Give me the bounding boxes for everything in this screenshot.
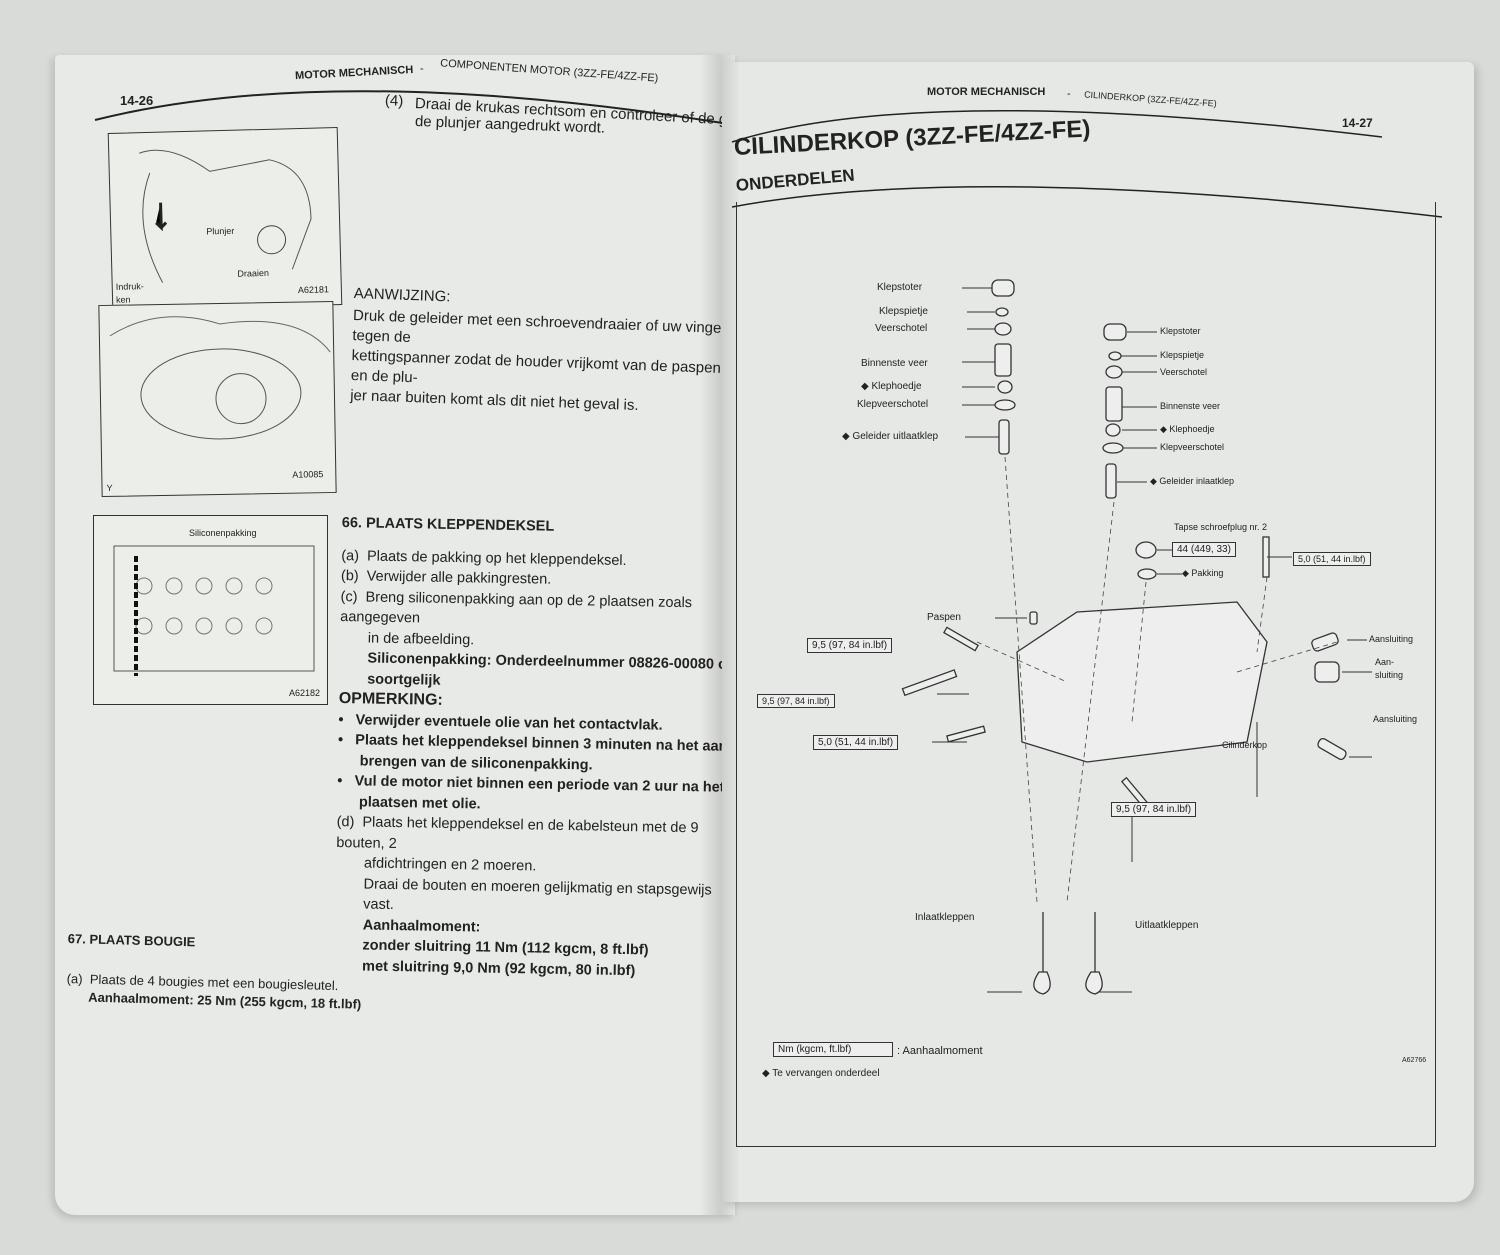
legend-replace: ◆ Te vervangen onderdeel: [762, 1068, 880, 1079]
parts-diagram: Klepstoter Klepspietje Veerschotel Binne…: [736, 202, 1436, 1147]
step67-title: 67. PLAATS BOUGIE: [67, 931, 196, 950]
label-plunjer: Plunjer: [206, 225, 235, 237]
figure-code: A62766: [1402, 1057, 1427, 1064]
torque-stud-c: 5,0 (51, 44 in.lbf): [813, 735, 899, 750]
label-klepspietje: Klepspietje: [1160, 350, 1205, 360]
step66-title: 66. PLAATS KLEPPENDEKSEL: [341, 515, 555, 535]
hint-block: AANWIJZING: Druk de geleider met een sch…: [350, 285, 737, 419]
figure-valve-cover: Siliconenpakking A62182: [93, 515, 328, 705]
torque-plug: 44 (449, 33): [1172, 542, 1236, 557]
item-a-label: (a): [341, 547, 360, 564]
figure-plunger: Plunjer Draaien Indruk- ken A62181: [107, 127, 343, 311]
figure-mark: Y: [106, 482, 113, 493]
note-bullet: Verwijder eventuele olie van het contact…: [355, 711, 663, 734]
page-number: 14-27: [1342, 116, 1373, 130]
label-klepveerschotel: Klepveerschotel: [857, 399, 929, 410]
label-pakking: ◆ Pakking: [1182, 568, 1224, 578]
label-aansluiting-2b: sluiting: [1375, 670, 1404, 680]
label-draaien: Draaien: [237, 267, 270, 279]
legend-torque-text: : Aanhaalmoment: [897, 1045, 983, 1057]
legend-torque-box: Nm (kgcm, ft.lbf): [773, 1042, 893, 1057]
label-ken: ken: [115, 294, 131, 305]
item-a-label: (a): [66, 970, 83, 987]
right-page: MOTOR MECHANISCH - CILINDERKOP (3ZZ-FE/4…: [722, 62, 1474, 1202]
label-aansluiting-2a: Aan-: [1375, 657, 1395, 667]
torque-stud-b: 9,5 (97, 84 in.lbf): [757, 694, 835, 708]
item-c-label: (c): [340, 588, 358, 605]
label-siliconenpakking: Siliconenpakking: [189, 528, 257, 538]
header-rule: [94, 90, 735, 126]
label-binnenste-veer: Binnenste veer: [1160, 401, 1221, 411]
label-binnenste-veer: Binnenste veer: [861, 358, 928, 369]
figure-code: A62182: [289, 688, 321, 698]
label-tapse-schroefplug: Tapse schroefplug nr. 2: [1174, 522, 1268, 532]
item-d-text3: Draai de bouten en moeren gelijkmatig en…: [363, 875, 712, 913]
label-veerschotel: Veerschotel: [875, 323, 928, 334]
label-paspen: Paspen: [927, 612, 961, 623]
left-page: MOTOR MECHANISCH - COMPONENTEN MOTOR (3Z…: [55, 55, 773, 1215]
figure-code: A62181: [297, 284, 330, 296]
torque-stud-a: 9,5 (97, 84 in.lbf): [807, 638, 893, 653]
step66: 66. PLAATS KLEPPENDEKSEL (a) Plaats de p…: [334, 513, 742, 983]
item-d-text: Plaats het kleppendeksel en de kabelsteu…: [336, 814, 699, 852]
label-aansluiting: Aansluiting: [1369, 634, 1414, 644]
label-cilinderkop: Cilinderkop: [1222, 740, 1268, 750]
label-geleider-uitlaatklep: ◆ Geleider uitlaatklep: [842, 431, 939, 442]
header-sep: -: [1067, 88, 1071, 100]
step4-num: (4): [384, 92, 404, 110]
book-gutter: [700, 55, 740, 1215]
torque-stud-d: 9,5 (97, 84 in.lbf): [1111, 802, 1197, 817]
label-klephoedje: ◆ Klephoedje: [861, 381, 922, 392]
step67: 67. PLAATS BOUGIE (a) Plaats de 4 bougie…: [66, 930, 363, 1014]
header-section: MOTOR MECHANISCH: [927, 86, 1046, 98]
label-klepspietje: Klepspietje: [879, 306, 928, 317]
label-klepstoter: Klepstoter: [1160, 326, 1201, 336]
label-klepstoter: Klepstoter: [877, 282, 923, 293]
label-veerschotel: Veerschotel: [1160, 367, 1208, 377]
label-geleider-inlaatklep: ◆ Geleider inlaatklep: [1150, 476, 1234, 486]
figure-tensioner: Y A10085: [98, 300, 337, 498]
label-uitlaatkleppen: Uitlaatkleppen: [1135, 920, 1199, 931]
label-klephoedje: ◆ Klephoedje: [1160, 424, 1215, 434]
label-aansluiting: Aansluiting: [1373, 714, 1418, 724]
item-d-label: (d): [336, 813, 355, 831]
item-b-text: Verwijder alle pakkingresten.: [366, 568, 552, 588]
item-b-label: (b): [340, 568, 359, 585]
label-inlaatkleppen: Inlaatkleppen: [915, 912, 975, 923]
label-indruk: Indruk-: [115, 281, 144, 292]
page-number: 14-26: [120, 93, 154, 108]
figure-code: A10085: [292, 469, 324, 480]
item-a-text: Plaats de pakking op het kleppendeksel.: [366, 547, 627, 569]
header-rules: [731, 109, 1443, 218]
label-klepveerschotel: Klepveerschotel: [1160, 442, 1225, 452]
torque-stud-right: 5,0 (51, 44 in.lbf): [1293, 552, 1371, 566]
item-c-text: Breng siliconenpakking aan op de 2 plaat…: [340, 588, 693, 627]
diagram-drawing: [901, 279, 1372, 995]
